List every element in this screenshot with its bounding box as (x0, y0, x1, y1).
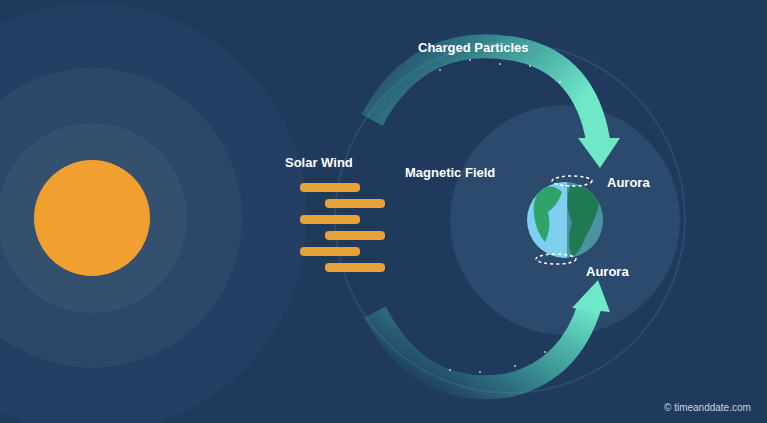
aurora-oval (536, 254, 576, 264)
solar-wind-streaks (300, 183, 385, 272)
sun-ring (0, 123, 187, 313)
aurora-label: Aurora (586, 264, 629, 280)
magnetic-field (450, 105, 680, 335)
earth (527, 175, 612, 270)
sun-ring (0, 3, 307, 423)
particle-arrow (372, 46, 620, 168)
sun-ring (0, 68, 242, 368)
flow-label: Solar Wind (285, 155, 353, 171)
particle-arrow (375, 280, 610, 387)
field-label: Magnetic Field (405, 165, 495, 181)
aurora-label: Aurora (607, 175, 650, 191)
aurora-oval (552, 176, 592, 186)
arrow-label: Charged Particles (418, 40, 529, 56)
watermark: © timeanddate.com (664, 400, 751, 416)
sun (34, 160, 150, 276)
field-arc (335, 43, 685, 393)
